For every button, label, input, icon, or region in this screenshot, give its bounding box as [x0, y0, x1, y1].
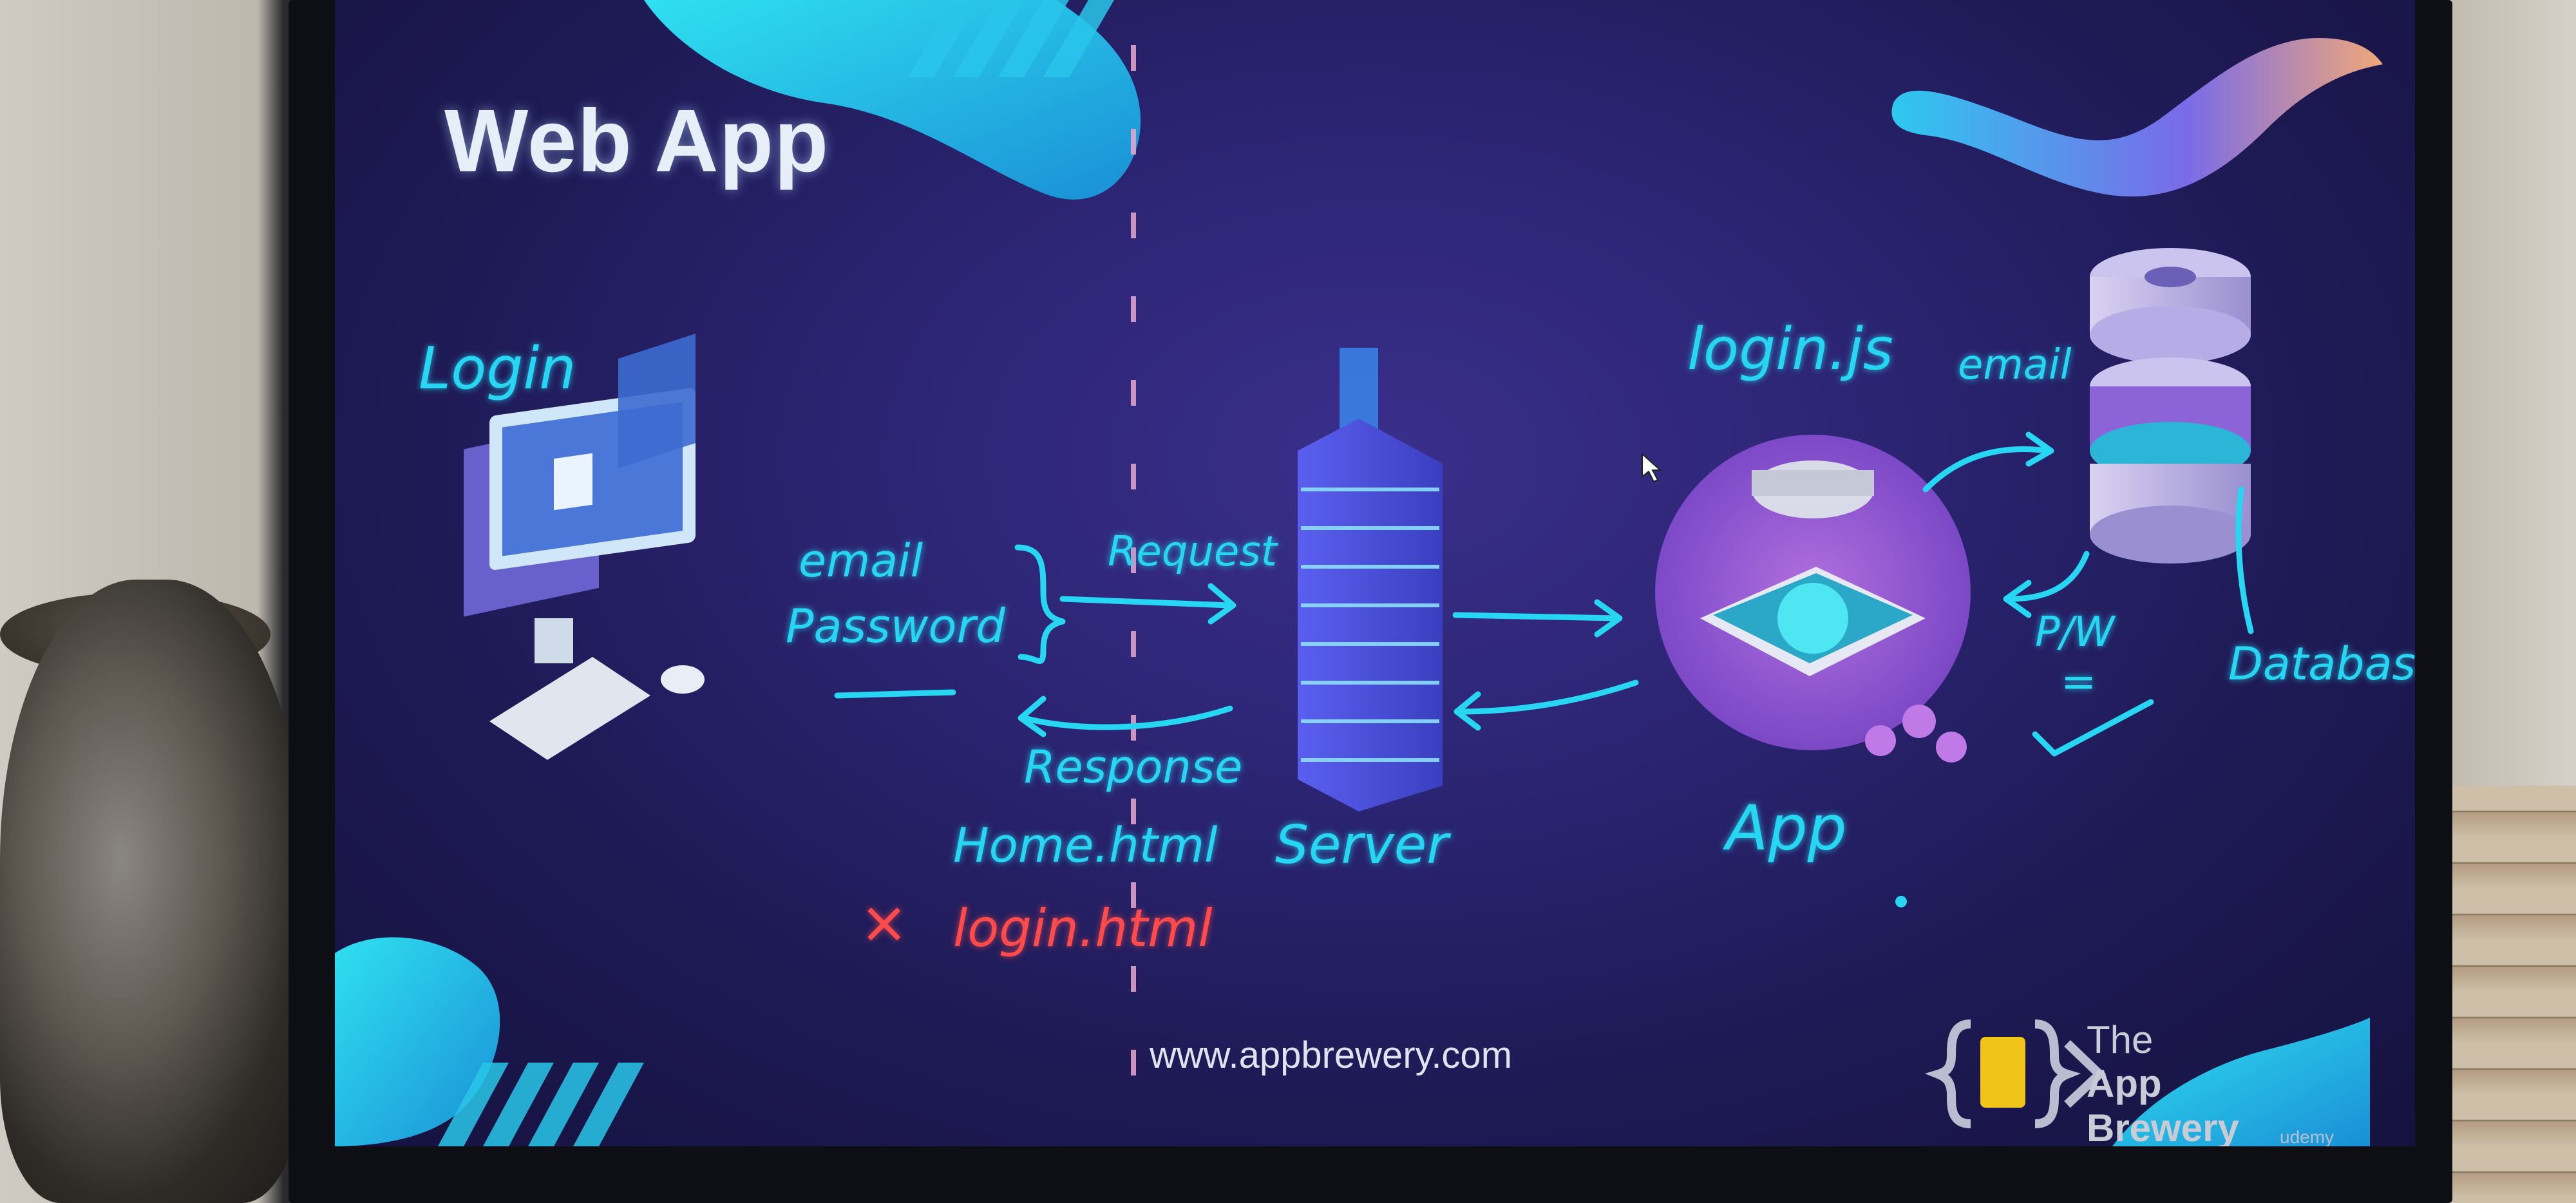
response-arrowhead [1018, 696, 1046, 737]
label-login: Login [419, 335, 576, 403]
label-equals: = [2061, 657, 2097, 706]
database-icon [2090, 248, 2251, 564]
db-to-app-arrow [2006, 551, 2090, 602]
label-x-mark: × [860, 889, 909, 956]
cursor-icon [1642, 452, 1662, 483]
label-request: Request [1108, 528, 1277, 576]
brand-logo-icon [1924, 1019, 2107, 1128]
vase [0, 580, 303, 1203]
label-login-js: login.js [1687, 316, 1893, 383]
request-arrowhead [1208, 583, 1236, 625]
cyan-blob-bottom-left [335, 937, 500, 1146]
app-to-server-arrow [1455, 679, 1639, 715]
slide-screen: Web App Login email Password Request Res… [335, 0, 2415, 1146]
desktop-computer-icon [464, 334, 705, 760]
request-arrow [1059, 596, 1233, 609]
label-database: Database [2228, 638, 2415, 690]
brand-line-1: The [2087, 1018, 2154, 1061]
label-home-html: Home.html [953, 818, 1218, 873]
label-login-html: login.html [953, 898, 1213, 958]
server-to-app-arrowhead [1594, 599, 1623, 638]
underline-arrow [834, 689, 956, 699]
response-arrow [1021, 705, 1233, 730]
checkmark [2032, 699, 2154, 757]
app-chip-icon [1655, 435, 1971, 763]
app-to-db-arrow [1922, 446, 2051, 493]
footer-url: www.appbrewery.com [1150, 1034, 1513, 1076]
label-pw: P/W [2035, 609, 2115, 656]
database-pointer [2235, 486, 2254, 634]
handwritten-strokes [834, 431, 2254, 757]
server-to-app-arrow [1452, 612, 1620, 621]
label-email: email [799, 535, 923, 587]
label-app: App [1726, 792, 1847, 864]
label-server: Server [1275, 815, 1448, 876]
dot-mark [1895, 896, 1907, 907]
label-password: Password [786, 599, 1005, 653]
swoosh-top-right [1891, 38, 2383, 197]
stripes-top [908, 0, 1114, 77]
brace [1014, 544, 1066, 664]
app-to-db-arrowhead [2025, 431, 2054, 467]
label-email-db: email [1958, 341, 2072, 389]
brand-line-2: App Brewery [2087, 1062, 2239, 1146]
slide-title: Web App [444, 91, 829, 191]
brand-block: The App Brewery [1926, 1011, 2325, 1146]
stripes-bottom-left [438, 1063, 644, 1146]
server-rack-icon [1298, 348, 1443, 811]
cyan-blob-bottom-right [2112, 1018, 2370, 1146]
slide-artwork [335, 0, 2383, 1146]
db-to-app-arrowhead [2003, 580, 2032, 618]
app-to-server-arrowhead [1454, 691, 1481, 731]
label-response: Response [1024, 741, 1243, 793]
platform-watermark: udemy [2280, 1127, 2334, 1146]
